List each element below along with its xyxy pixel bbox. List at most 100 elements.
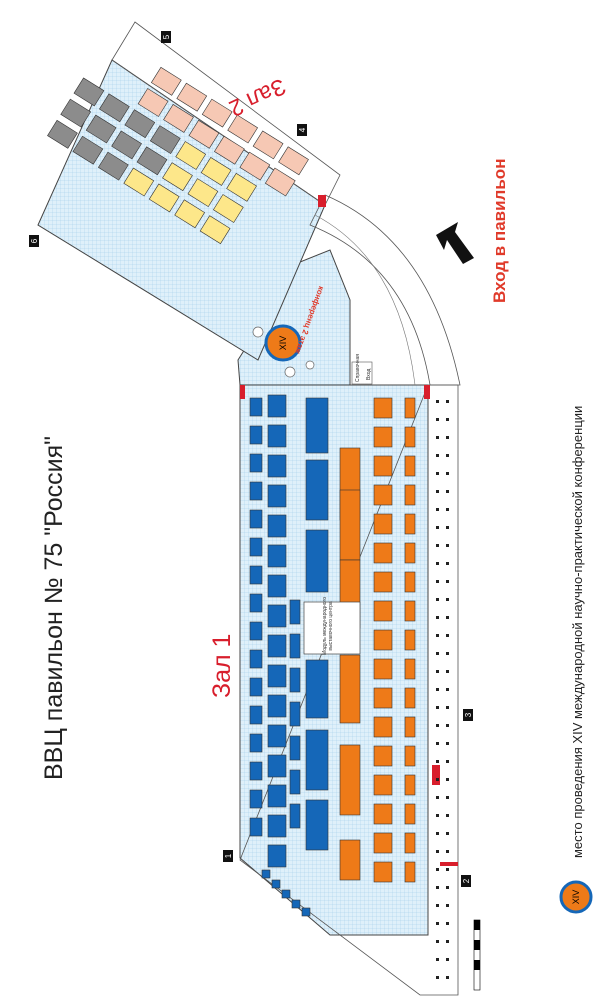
stand-orange — [404, 484, 416, 506]
stand-hall-2 — [163, 104, 194, 133]
door-marker — [440, 862, 458, 866]
stand-hall-2 — [73, 77, 105, 107]
legend-text: место проведения XIV международной научн… — [570, 405, 585, 858]
column — [436, 868, 439, 871]
stand-blue — [289, 633, 301, 659]
stand-orange — [404, 455, 416, 477]
info-label: Справочная — [355, 353, 361, 382]
stand-blue — [267, 844, 287, 868]
gate-number: 3 — [464, 712, 473, 717]
stand-blue — [267, 634, 287, 658]
stand-blue — [289, 735, 301, 761]
stand-blue — [291, 899, 301, 909]
stand-blue — [249, 537, 263, 557]
column — [446, 976, 449, 979]
conference-marker — [264, 324, 302, 362]
stand-orange — [339, 839, 361, 881]
stand-hall-2 — [123, 167, 155, 197]
stand-orange — [404, 542, 416, 564]
column — [446, 544, 449, 547]
column — [446, 886, 449, 889]
stand-hall-2 — [148, 183, 180, 213]
stand-hall-2 — [136, 146, 168, 176]
stand-orange — [404, 629, 416, 651]
stand-orange — [404, 803, 416, 825]
column — [436, 490, 439, 493]
stand-orange — [339, 744, 361, 816]
gate-6: 6 — [29, 235, 39, 247]
stand-orange — [373, 774, 393, 796]
gate-1: 1 — [223, 850, 233, 862]
column — [446, 598, 449, 601]
stand-hall-2 — [174, 199, 206, 229]
column — [436, 688, 439, 691]
column — [446, 814, 449, 817]
stand-blue — [301, 907, 311, 917]
column — [446, 472, 449, 475]
stand-blue — [305, 529, 329, 593]
stand-blue — [267, 514, 287, 538]
stand-orange — [404, 745, 416, 767]
column — [436, 580, 439, 583]
column — [446, 634, 449, 637]
stand-blue — [267, 784, 287, 808]
stand-blue — [249, 649, 263, 669]
column — [436, 616, 439, 619]
column — [446, 670, 449, 673]
stand-orange — [339, 654, 361, 724]
column — [436, 598, 439, 601]
column — [436, 760, 439, 763]
door-marker — [432, 765, 440, 785]
stand-orange — [373, 600, 393, 622]
column — [446, 850, 449, 853]
stand-orange — [373, 513, 393, 535]
column — [436, 670, 439, 673]
stand-orange — [404, 600, 416, 622]
column — [446, 922, 449, 925]
stand-orange — [404, 774, 416, 796]
column — [436, 814, 439, 817]
column — [446, 760, 449, 763]
column — [436, 976, 439, 979]
column — [446, 778, 449, 781]
column — [446, 724, 449, 727]
column — [436, 886, 439, 889]
stand-hall-2 — [97, 151, 129, 181]
stand-blue — [267, 484, 287, 508]
stand-blue — [267, 814, 287, 838]
stand-blue — [305, 397, 329, 454]
column — [446, 436, 449, 439]
column — [436, 724, 439, 727]
stand-blue — [249, 817, 263, 837]
column — [436, 436, 439, 439]
column — [436, 472, 439, 475]
column — [446, 454, 449, 457]
column — [436, 940, 439, 943]
column — [436, 850, 439, 853]
stand-hall-2 — [149, 125, 181, 155]
stand-hall-2 — [150, 66, 182, 96]
stand-hall-2 — [201, 98, 233, 128]
stand-hall-2 — [239, 151, 271, 181]
column — [446, 706, 449, 709]
stand-orange — [404, 571, 416, 593]
stand-blue — [271, 879, 281, 889]
column — [436, 400, 439, 403]
column — [446, 562, 449, 565]
legend-marker-label: XIV — [571, 890, 581, 905]
pillar — [284, 366, 296, 378]
column — [446, 688, 449, 691]
stand-blue — [267, 454, 287, 478]
column — [436, 832, 439, 835]
stand-blue — [289, 667, 301, 693]
column — [446, 796, 449, 799]
stand-blue — [267, 424, 287, 448]
column — [446, 832, 449, 835]
stand-hall-2 — [264, 167, 296, 197]
column — [446, 616, 449, 619]
column — [446, 904, 449, 907]
column — [436, 796, 439, 799]
stand-blue — [267, 664, 287, 688]
stand-blue — [305, 659, 329, 719]
stand-orange — [373, 397, 393, 419]
